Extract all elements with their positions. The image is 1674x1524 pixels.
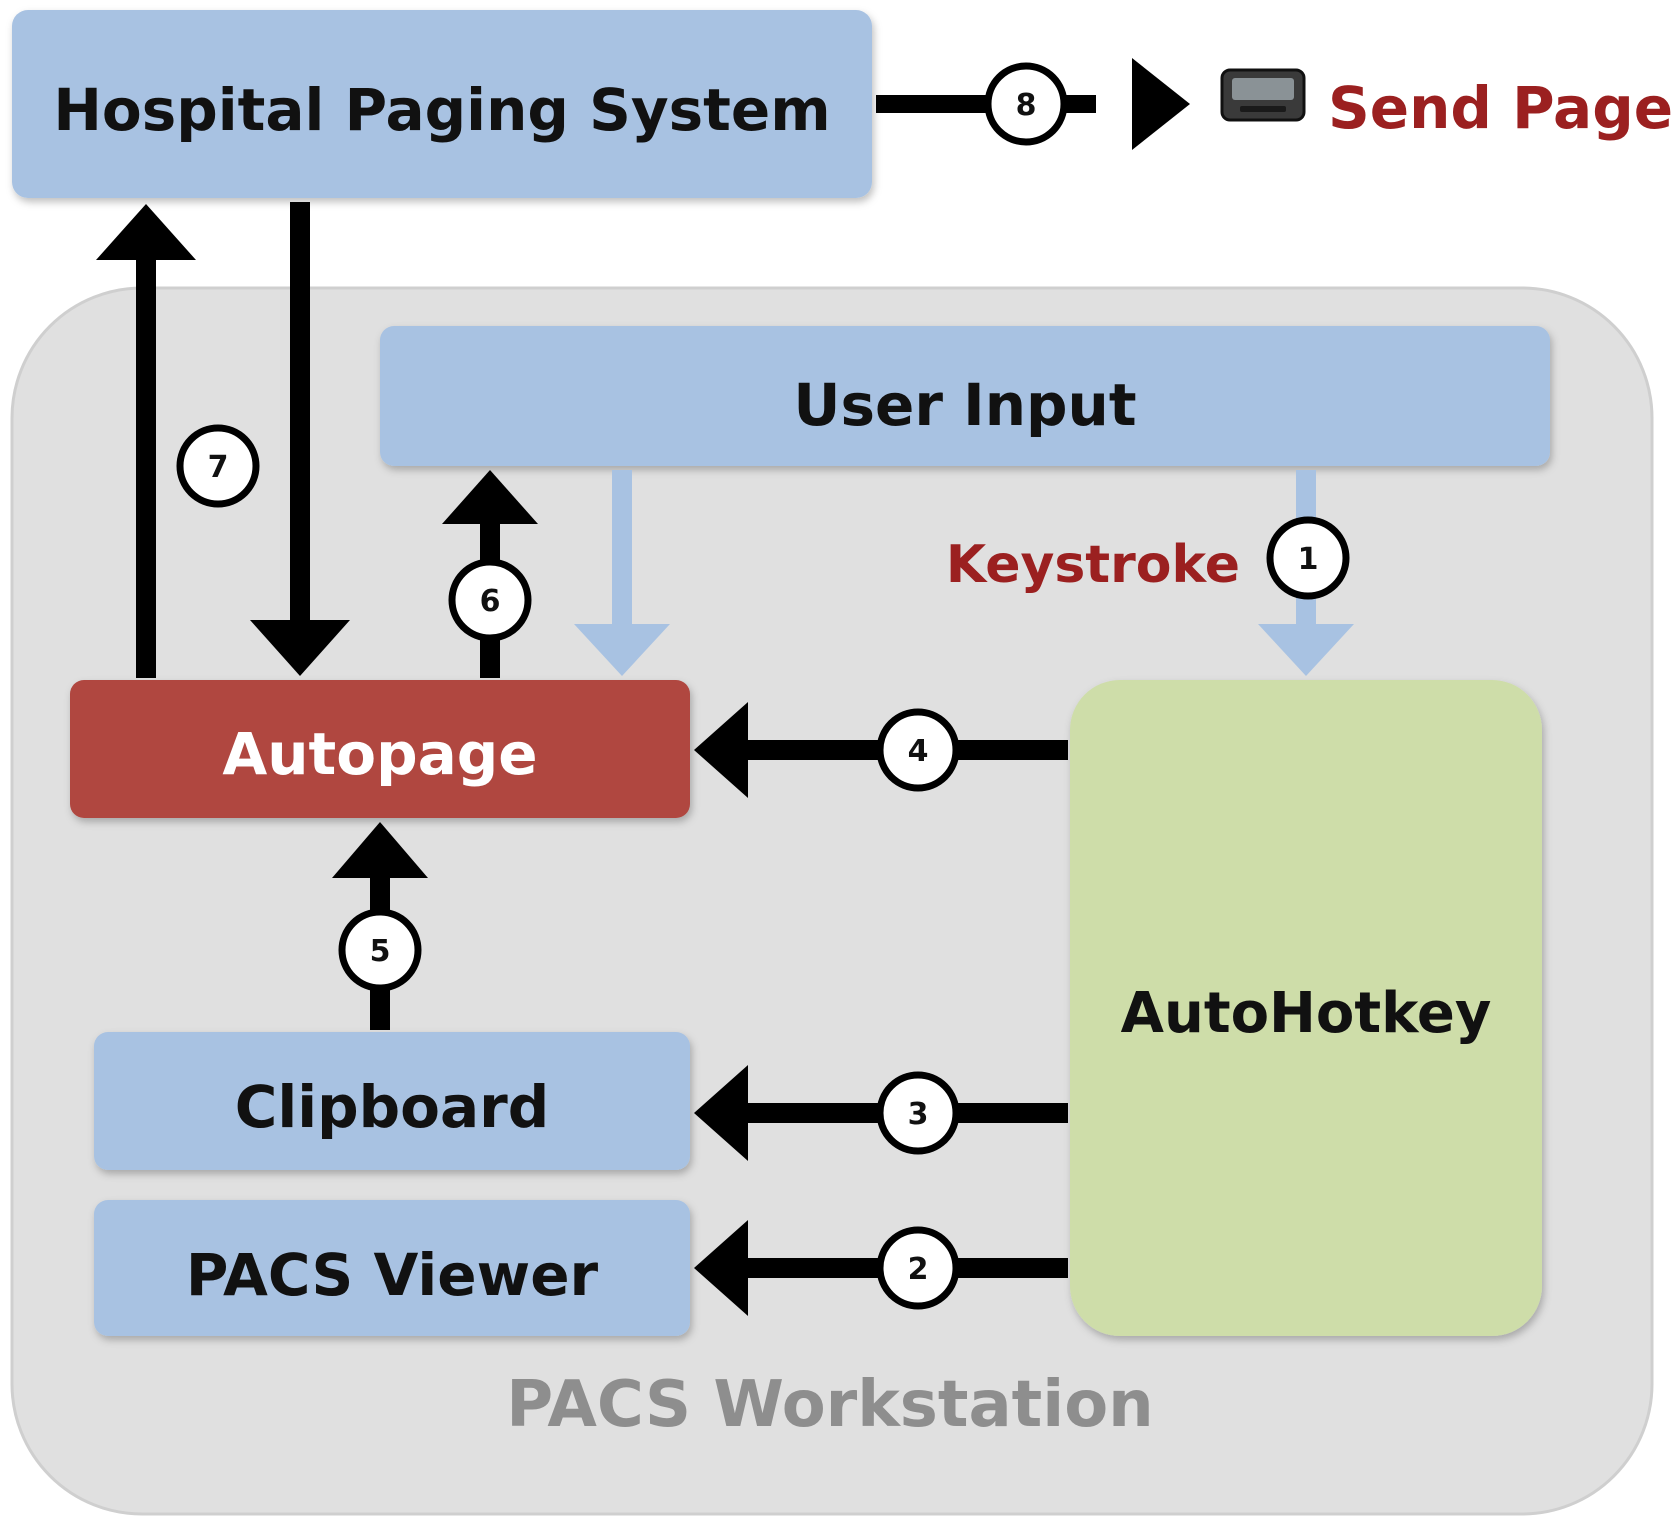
- step-8-marker: 8: [984, 62, 1068, 146]
- step-5-marker: 5: [338, 908, 422, 992]
- svg-text:5: 5: [370, 934, 391, 969]
- keystroke-label: Keystroke: [946, 535, 1240, 595]
- pacs-viewer-label: PACS Viewer: [186, 1241, 599, 1309]
- user-input-label: User Input: [793, 371, 1136, 439]
- pacs-workstation-label: PACS Workstation: [506, 1368, 1153, 1442]
- autopage-to-paging-arrow: [96, 204, 196, 678]
- step-6-marker: 6: [448, 558, 532, 642]
- svg-text:7: 7: [208, 450, 229, 485]
- svg-text:3: 3: [908, 1097, 929, 1132]
- autohotkey-label: AutoHotkey: [1121, 981, 1492, 1046]
- hospital-paging-system-box: [12, 10, 872, 198]
- send-pages-label: Send Pages: [1328, 74, 1674, 142]
- clipboard-label: Clipboard: [235, 1073, 549, 1141]
- step-7-marker: 7: [176, 424, 260, 508]
- svg-text:1: 1: [1298, 542, 1319, 577]
- user-input-box: [380, 326, 1550, 466]
- pager-icon: [1220, 68, 1306, 122]
- pacs-viewer-box: [94, 1200, 690, 1336]
- svg-text:2: 2: [908, 1252, 929, 1287]
- clipboard-box: [94, 1032, 690, 1170]
- user-input-to-autopage-arrow: [574, 470, 670, 676]
- svg-text:6: 6: [480, 584, 501, 619]
- step-4-marker: 4: [876, 708, 960, 792]
- step-2-marker: 2: [876, 1226, 960, 1310]
- step-3-marker: 3: [876, 1071, 960, 1155]
- svg-text:4: 4: [908, 734, 929, 769]
- paging-to-autopage-arrow: [250, 202, 350, 676]
- autohotkey-box: [1070, 680, 1542, 1336]
- svg-text:8: 8: [1016, 88, 1037, 123]
- hospital-paging-system-label: Hospital Paging System: [53, 76, 830, 144]
- step-1-marker: 1: [1266, 516, 1350, 600]
- autopage-box: [70, 680, 690, 818]
- autopage-label: Autopage: [222, 720, 537, 788]
